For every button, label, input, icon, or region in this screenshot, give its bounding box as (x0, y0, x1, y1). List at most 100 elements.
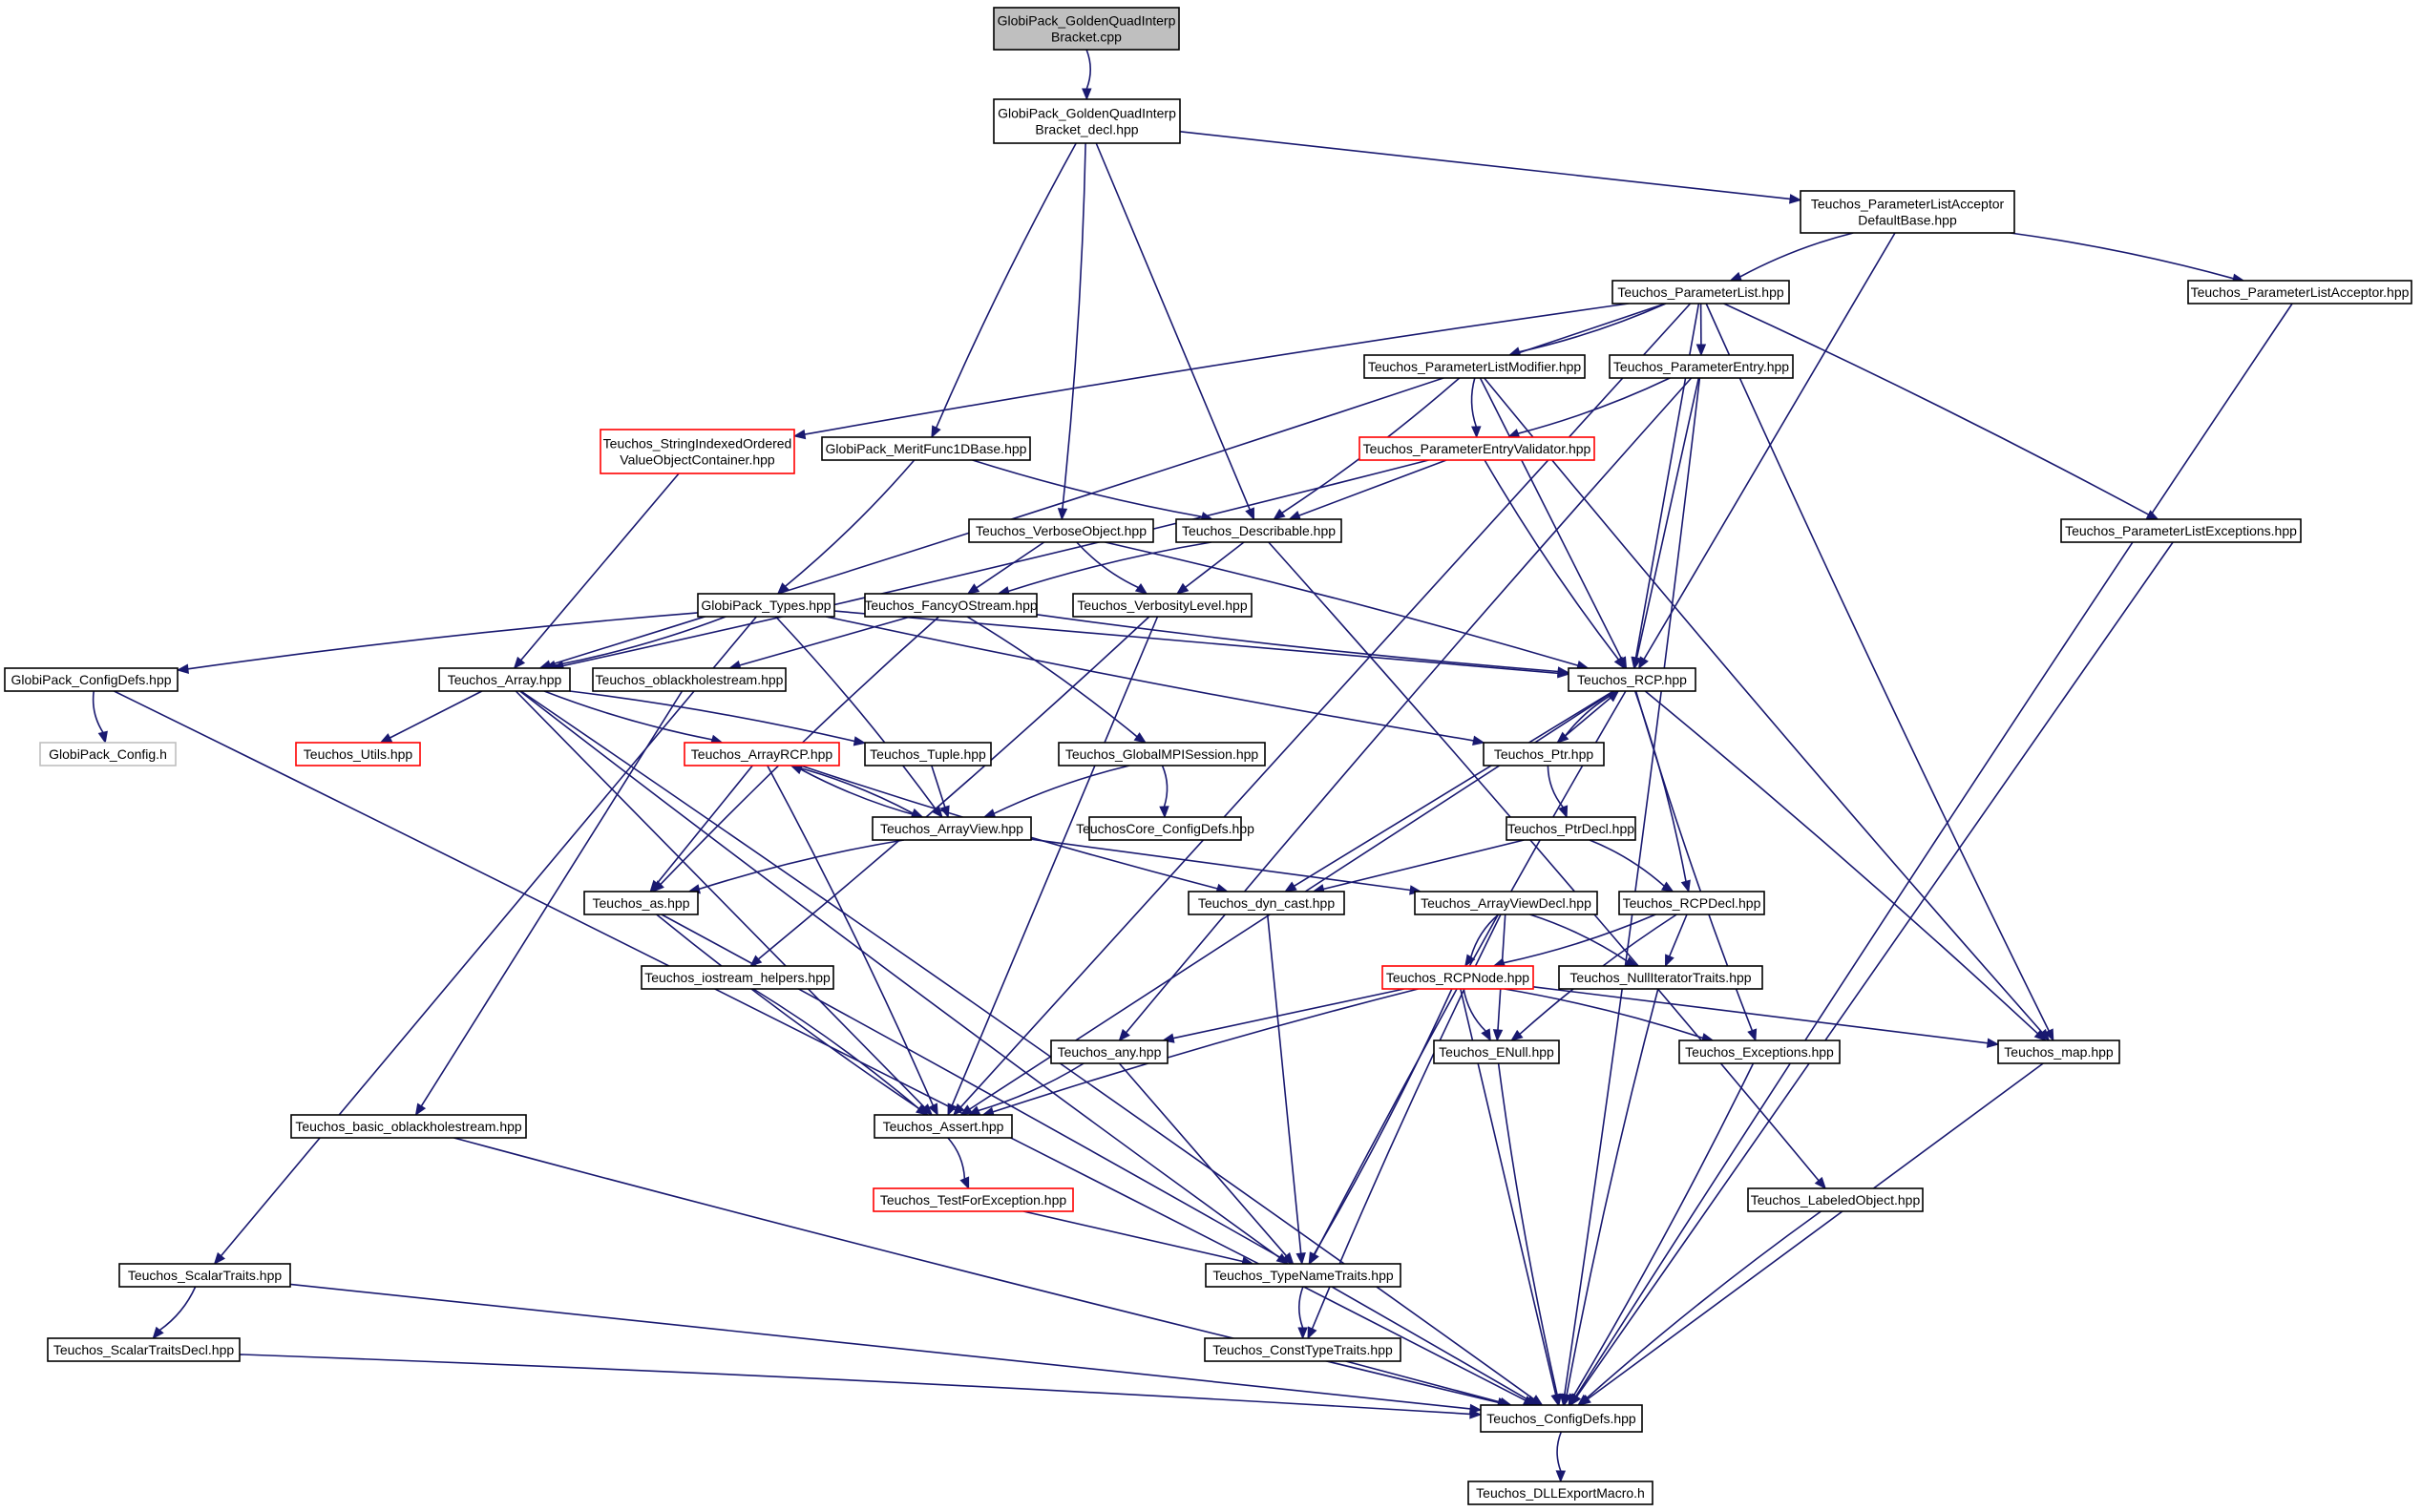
node-box[interactable] (1175, 518, 1342, 543)
node-utils[interactable]: Teuchos_Utils.hpp (295, 742, 421, 766)
node-describ[interactable]: Teuchos_Describable.hpp (1175, 518, 1342, 543)
node-cfgdefs[interactable]: GlobiPack_ConfigDefs.hpp (4, 667, 179, 692)
node-enull[interactable]: Teuchos_ENull.hpp (1433, 1040, 1560, 1064)
node-box[interactable] (2187, 280, 2412, 304)
node-box[interactable] (295, 742, 421, 766)
node-tcfg[interactable]: Teuchos_ConfigDefs.hpp (1480, 1404, 1643, 1433)
node-array[interactable]: Teuchos_Array.hpp (438, 667, 571, 692)
node-fancy[interactable]: Teuchos_FancyOStream.hpp (864, 593, 1038, 618)
node-box[interactable] (874, 1114, 1013, 1139)
node-plmod[interactable]: Teuchos_ParameterListModifier.hpp (1363, 354, 1586, 379)
node-box[interactable] (583, 891, 699, 915)
node-box[interactable] (1800, 190, 2015, 234)
node-pla_default[interactable]: Teuchos_ParameterListAcceptorDefaultBase… (1800, 190, 2015, 234)
node-plexc[interactable]: Teuchos_ParameterListExceptions.hpp (2060, 518, 2302, 543)
node-box[interactable] (1188, 891, 1345, 915)
node-sioc[interactable]: Teuchos_StringIndexedOrderedValueObjectC… (600, 429, 795, 474)
node-dyncast[interactable]: Teuchos_dyn_cast.hpp (1188, 891, 1345, 915)
node-box[interactable] (1747, 1187, 1924, 1212)
node-gmpi[interactable]: Teuchos_GlobalMPISession.hpp (1058, 742, 1266, 766)
node-box[interactable] (697, 593, 835, 618)
node-any[interactable]: Teuchos_any.hpp (1050, 1040, 1169, 1064)
node-pla[interactable]: Teuchos_ParameterListAcceptor.hpp (2187, 280, 2412, 304)
node-aview[interactable]: Teuchos_ArrayView.hpp (872, 816, 1032, 841)
node-tfe[interactable]: Teuchos_TestForException.hpp (873, 1187, 1074, 1212)
node-box[interactable] (864, 742, 992, 766)
node-pev[interactable]: Teuchos_ParameterEntryValidator.hpp (1358, 436, 1595, 461)
node-rcpnode[interactable]: Teuchos_RCPNode.hpp (1381, 965, 1534, 990)
node-corecfg[interactable]: TeuchosCore_ConfigDefs.hpp (1076, 816, 1254, 841)
node-box[interactable] (1058, 742, 1266, 766)
node-box[interactable] (1558, 965, 1763, 990)
node-basicob[interactable]: Teuchos_basic_oblackholestream.hpp (290, 1114, 527, 1139)
node-box[interactable] (1609, 354, 1794, 379)
node-gpconfig[interactable]: GlobiPack_Config.h (39, 742, 177, 766)
node-box[interactable] (47, 1337, 241, 1362)
node-excs[interactable]: Teuchos_Exceptions.hpp (1678, 1040, 1841, 1064)
node-box[interactable] (438, 667, 571, 692)
node-box[interactable] (864, 593, 1038, 618)
node-box[interactable] (4, 667, 179, 692)
node-tuple[interactable]: Teuchos_Tuple.hpp (864, 742, 992, 766)
node-box[interactable] (1381, 965, 1534, 990)
node-box[interactable] (1506, 816, 1636, 841)
node-as[interactable]: Teuchos_as.hpp (583, 891, 699, 915)
node-box[interactable] (872, 816, 1032, 841)
node-assert[interactable]: Teuchos_Assert.hpp (874, 1114, 1013, 1139)
node-iohelp[interactable]: Teuchos_iostream_helpers.hpp (641, 965, 834, 990)
node-box[interactable] (873, 1187, 1074, 1212)
node-box[interactable] (1618, 891, 1765, 915)
node-box[interactable] (592, 667, 787, 692)
node-box[interactable] (1088, 816, 1242, 841)
node-box[interactable] (118, 1263, 291, 1288)
node-box[interactable] (2060, 518, 2302, 543)
node-box[interactable] (1997, 1040, 2120, 1064)
node-box[interactable] (993, 98, 1181, 144)
node-box[interactable] (1204, 1337, 1401, 1362)
node-box[interactable] (1467, 1480, 1653, 1505)
node-box[interactable] (1678, 1040, 1841, 1064)
node-scalardecl[interactable]: Teuchos_ScalarTraitsDecl.hpp (47, 1337, 241, 1362)
node-ptr[interactable]: Teuchos_Ptr.hpp (1483, 742, 1605, 766)
node-arcp[interactable]: Teuchos_ArrayRCP.hpp (684, 742, 840, 766)
node-box[interactable] (1611, 280, 1790, 304)
node-verblvl[interactable]: Teuchos_VerbosityLevel.hpp (1072, 593, 1253, 618)
node-map[interactable]: Teuchos_map.hpp (1997, 1040, 2120, 1064)
node-box[interactable] (968, 518, 1154, 543)
node-decl[interactable]: GlobiPack_GoldenQuadInterpBracket_decl.h… (993, 98, 1181, 144)
node-box[interactable] (1433, 1040, 1560, 1064)
node-box[interactable] (1363, 354, 1586, 379)
node-box[interactable] (684, 742, 840, 766)
node-avdecl[interactable]: Teuchos_ArrayViewDecl.hpp (1414, 891, 1598, 915)
node-box[interactable] (993, 7, 1180, 51)
node-merit[interactable]: GlobiPack_MeritFunc1DBase.hpp (821, 436, 1031, 461)
node-box[interactable] (1480, 1404, 1643, 1433)
node-box[interactable] (641, 965, 834, 990)
node-box[interactable] (39, 742, 177, 766)
node-ctt[interactable]: Teuchos_ConstTypeTraits.hpp (1204, 1337, 1401, 1362)
node-scalar[interactable]: Teuchos_ScalarTraits.hpp (118, 1263, 291, 1288)
node-rcp[interactable]: Teuchos_RCP.hpp (1568, 667, 1696, 692)
node-box[interactable] (1072, 593, 1253, 618)
node-box[interactable] (1414, 891, 1598, 915)
node-rcpdecl[interactable]: Teuchos_RCPDecl.hpp (1618, 891, 1765, 915)
node-oblack[interactable]: Teuchos_oblackholestream.hpp (592, 667, 787, 692)
node-verbobj[interactable]: Teuchos_VerboseObject.hpp (968, 518, 1154, 543)
node-box[interactable] (600, 429, 795, 474)
node-box[interactable] (1483, 742, 1605, 766)
node-pentry[interactable]: Teuchos_ParameterEntry.hpp (1609, 354, 1794, 379)
node-labeled[interactable]: Teuchos_LabeledObject.hpp (1747, 1187, 1924, 1212)
node-paramlist[interactable]: Teuchos_ParameterList.hpp (1611, 280, 1790, 304)
node-tnt[interactable]: Teuchos_TypeNameTraits.hpp (1205, 1263, 1401, 1288)
node-dll[interactable]: Teuchos_DLLExportMacro.h (1467, 1480, 1653, 1505)
node-ptrdecl[interactable]: Teuchos_PtrDecl.hpp (1506, 816, 1636, 841)
node-box[interactable] (1050, 1040, 1169, 1064)
node-box[interactable] (290, 1114, 527, 1139)
node-types[interactable]: GlobiPack_Types.hpp (697, 593, 835, 618)
node-box[interactable] (821, 436, 1031, 461)
node-box[interactable] (1568, 667, 1696, 692)
node-nulliter[interactable]: Teuchos_NullIteratorTraits.hpp (1558, 965, 1763, 990)
node-box[interactable] (1205, 1263, 1401, 1288)
node-box[interactable] (1358, 436, 1595, 461)
